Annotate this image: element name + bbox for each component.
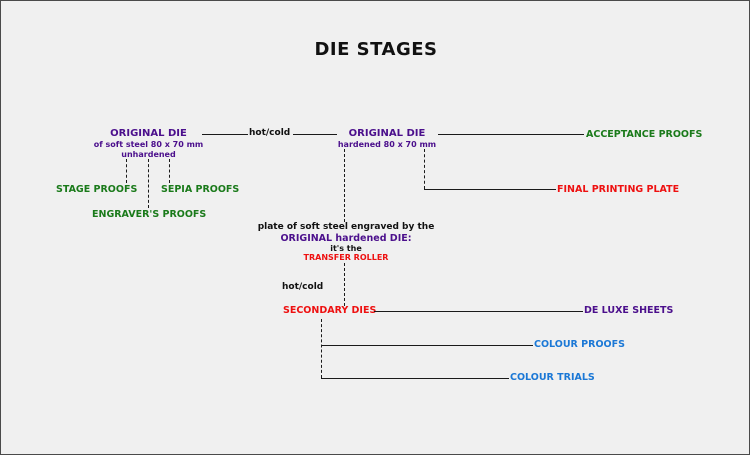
connector-hard-to-transfer [344,149,345,222]
transfer-line-2: ORIGINAL hardened DIE: [280,233,412,244]
node-colour-trials: COLOUR TRIALS [510,372,595,383]
label-hot-cold-mid: hot/cold [282,282,324,292]
connector-soft-to-sepia-proofs [169,159,170,183]
node-de-luxe-sheets: DE LUXE SHEETS [584,305,674,316]
transfer-line-4: TRANSFER ROLLER [303,253,389,262]
node-engravers-proofs: ENGRAVER'S PROOFS [92,209,207,220]
connector-to-colour-proofs [321,345,533,346]
node-final-printing-plate: FINAL PRINTING PLATE [557,184,680,195]
connector-hard-down [424,149,425,189]
label-hot-cold-top: hot/cold [249,128,291,138]
connector-transfer-to-secondary [344,263,345,306]
original-die-hard-spec: hardened 80 x 70 mm [337,140,437,149]
connector-soft-to-stage-proofs [126,159,127,183]
connector-to-colour-trials [321,378,509,379]
connector-hard-to-acceptance [438,134,584,135]
connector-hot-cold-to-hard [293,134,337,135]
original-die-soft-spec: of soft steel 80 x 70 mm [93,140,204,149]
connector-soft-to-hot-cold [202,134,248,135]
connector-to-final-printing-plate [424,189,556,190]
original-die-soft-name: ORIGINAL DIE [110,128,187,139]
node-transfer-roller: plate of soft steel engraved by the ORIG… [241,222,451,263]
node-stage-proofs: STAGE PROOFS [56,184,138,195]
original-die-hard-name: ORIGINAL DIE [348,128,426,139]
node-sepia-proofs: SEPIA PROOFS [161,184,240,195]
original-die-soft-state: unhardened [121,150,176,159]
node-acceptance-proofs: ACCEPTANCE PROOFS [586,129,703,140]
node-original-die-hard: ORIGINAL DIE hardened 80 x 70 mm [331,128,443,150]
transfer-line-1: plate of soft steel engraved by the [257,222,435,232]
connector-soft-to-engravers-proofs [148,159,149,208]
node-colour-proofs: COLOUR PROOFS [534,339,625,350]
connector-secondary-to-de-luxe [374,311,583,312]
transfer-line-3: it's the [330,244,362,253]
node-secondary-dies: SECONDARY DIES [283,305,377,316]
diagram-title: DIE STAGES [314,39,438,60]
node-original-die-soft: ORIGINAL DIE of soft steel 80 x 70 mm un… [81,128,216,160]
connector-secondary-down [321,319,322,378]
